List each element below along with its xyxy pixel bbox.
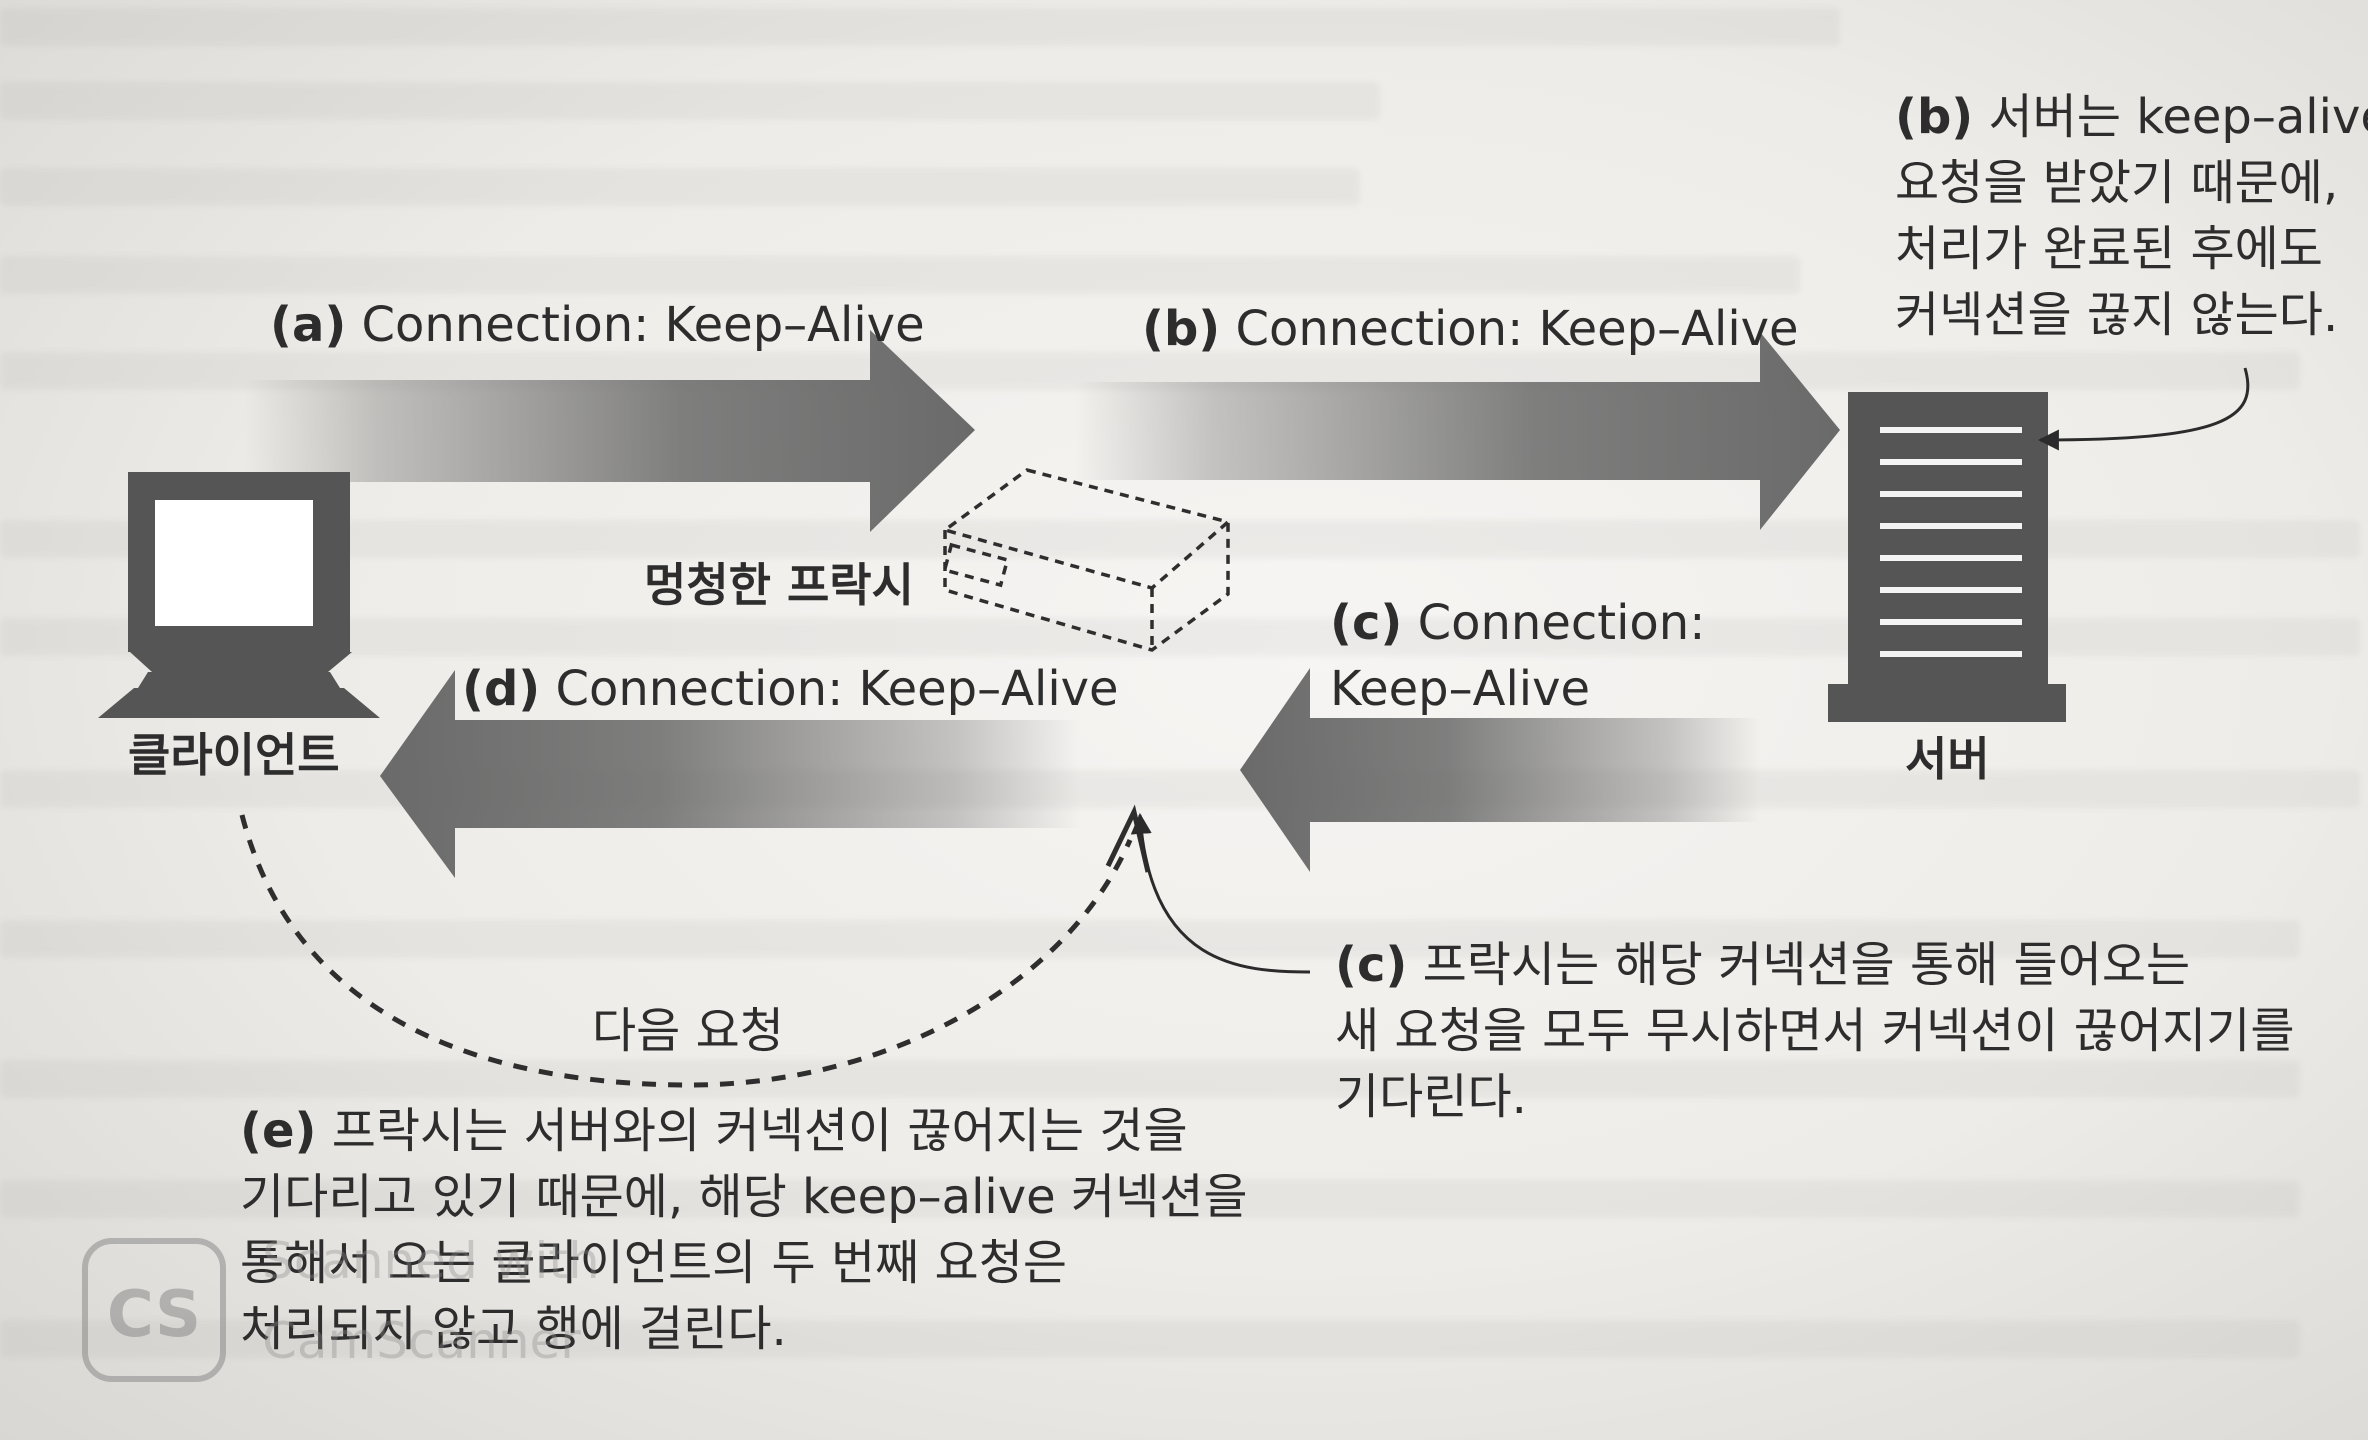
arrow-b-text: Connection: Keep–Alive [1235,301,1799,357]
note-b-letter: (b) [1895,89,1974,145]
arrow-b [1075,332,1840,530]
arrow-d-text: Connection: Keep–Alive [555,661,1119,717]
arrow-c-text-line1: Connection: [1417,595,1706,651]
arrow-b-label: (b) Connection: Keep–Alive [1142,296,1799,362]
proxy-box-icon [941,468,1232,652]
next-request-curve [239,814,1133,1088]
arrow-a-label: (a) Connection: Keep–Alive [270,292,925,358]
arrow-c-letter: (c) [1330,595,1403,651]
note-b-line2: 요청을 받았기 때문에, [1895,155,2339,211]
note-e-line4: 처리되지 않고 행에 걸린다. [240,1301,787,1357]
next-request-label: 다음 요청 [592,1003,784,1059]
arrow-a [245,330,975,532]
note-b-text-1: 서버는 keep–alive [1988,89,2368,145]
arrow-d [380,670,1080,878]
arrow-c [1240,668,1760,872]
note-b-line4: 커넥션을 끊지 않는다. [1895,287,2339,343]
arrow-c-label: (c) Connection: [1330,590,1705,656]
note-e-text-1: 프락시는 서버와의 커넥션이 끊어지는 것을 [331,1103,1188,1159]
server-label: 서버 [1905,732,1990,786]
note-e-line3: 통해서 오는 클라이언트의 두 번째 요청은 [240,1235,1068,1291]
watermark-line1: Scanned with [262,1232,600,1290]
client-computer-icon [98,472,380,718]
note-e-line2: 기다리고 있기 때문에, 해당 keep–alive 커넥션을 [240,1169,1248,1225]
note-c-text-1: 프락시는 해당 커넥션을 통해 들어오는 [1422,937,2191,993]
proxy-label: 멍청한 프락시 [644,558,914,612]
note-e-line1: (e) 프락시는 서버와의 커넥션이 끊어지는 것을 [240,1098,1188,1164]
arrow-d-letter: (d) [462,661,541,717]
arrow-a-text: Connection: Keep–Alive [361,297,925,353]
camscanner-logo-text: CS [106,1278,202,1352]
arrow-d-label: (d) Connection: Keep–Alive [462,656,1119,722]
note-c-leader [1130,812,1311,974]
note-e-letter: (e) [240,1103,317,1159]
watermark-line2: CamScanner [262,1312,581,1370]
server-icon [1828,392,2066,722]
arrow-b-letter: (b) [1142,301,1221,357]
arrow-a-letter: (a) [270,297,347,353]
note-b-line1: (b) 서버는 keep–alive [1895,84,2368,150]
note-b-line3: 처리가 완료된 후에도 [1895,221,2323,277]
note-b-leader [2037,367,2250,451]
client-label: 클라이언트 [128,728,340,782]
arrow-c-text-line2: Keep–Alive [1330,661,1591,717]
note-c-line2: 새 요청을 모두 무시하면서 커넥션이 끊어지기를 [1335,1003,2295,1059]
note-c-letter: (c) [1335,937,1408,993]
camscanner-logo: CS [82,1238,226,1382]
note-c-line1: (c) 프락시는 해당 커넥션을 통해 들어오는 [1335,932,2190,998]
note-c-line3: 기다린다. [1335,1069,1527,1125]
